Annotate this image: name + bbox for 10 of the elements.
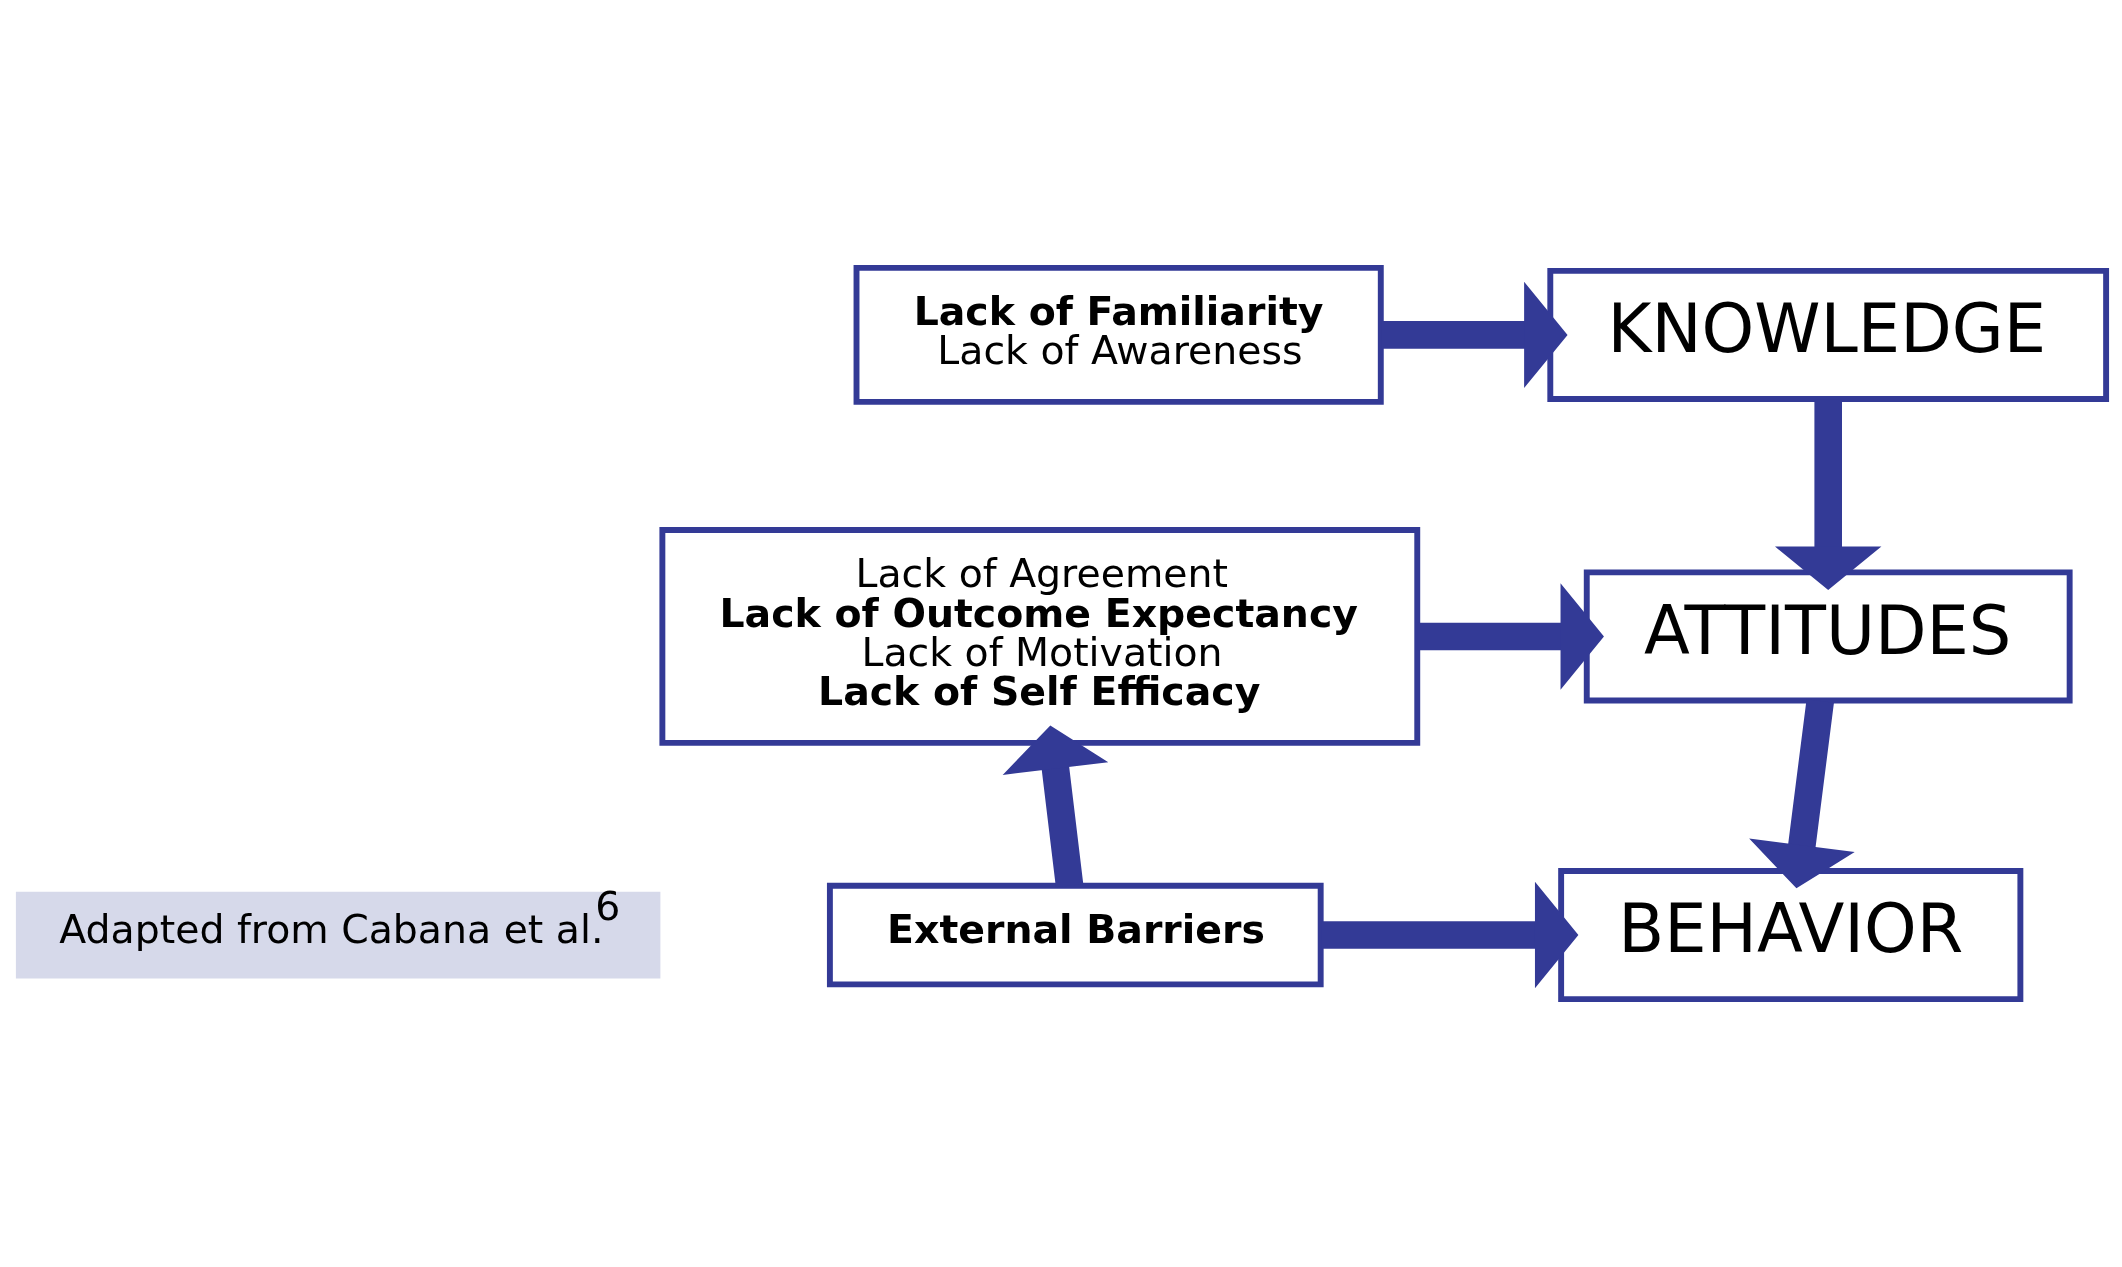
arrow — [1321, 881, 1579, 989]
node-box: KNOWLEDGE — [1547, 267, 2110, 402]
arrow — [1417, 583, 1604, 690]
node-box: Lack of Agreement Lack of Outcome Expectancy Lack of Motivation Lack of Self Efficacy — [659, 527, 1421, 746]
node-box: BEHAVIOR — [1558, 868, 2024, 1003]
arrow — [1381, 281, 1568, 389]
arrow — [1775, 399, 1882, 590]
node-box: External Barriers — [826, 882, 1324, 988]
node-box: Lack of Familiarity Lack of Awareness — [853, 264, 1384, 405]
node-box: ATTITUDES — [1583, 569, 2073, 704]
